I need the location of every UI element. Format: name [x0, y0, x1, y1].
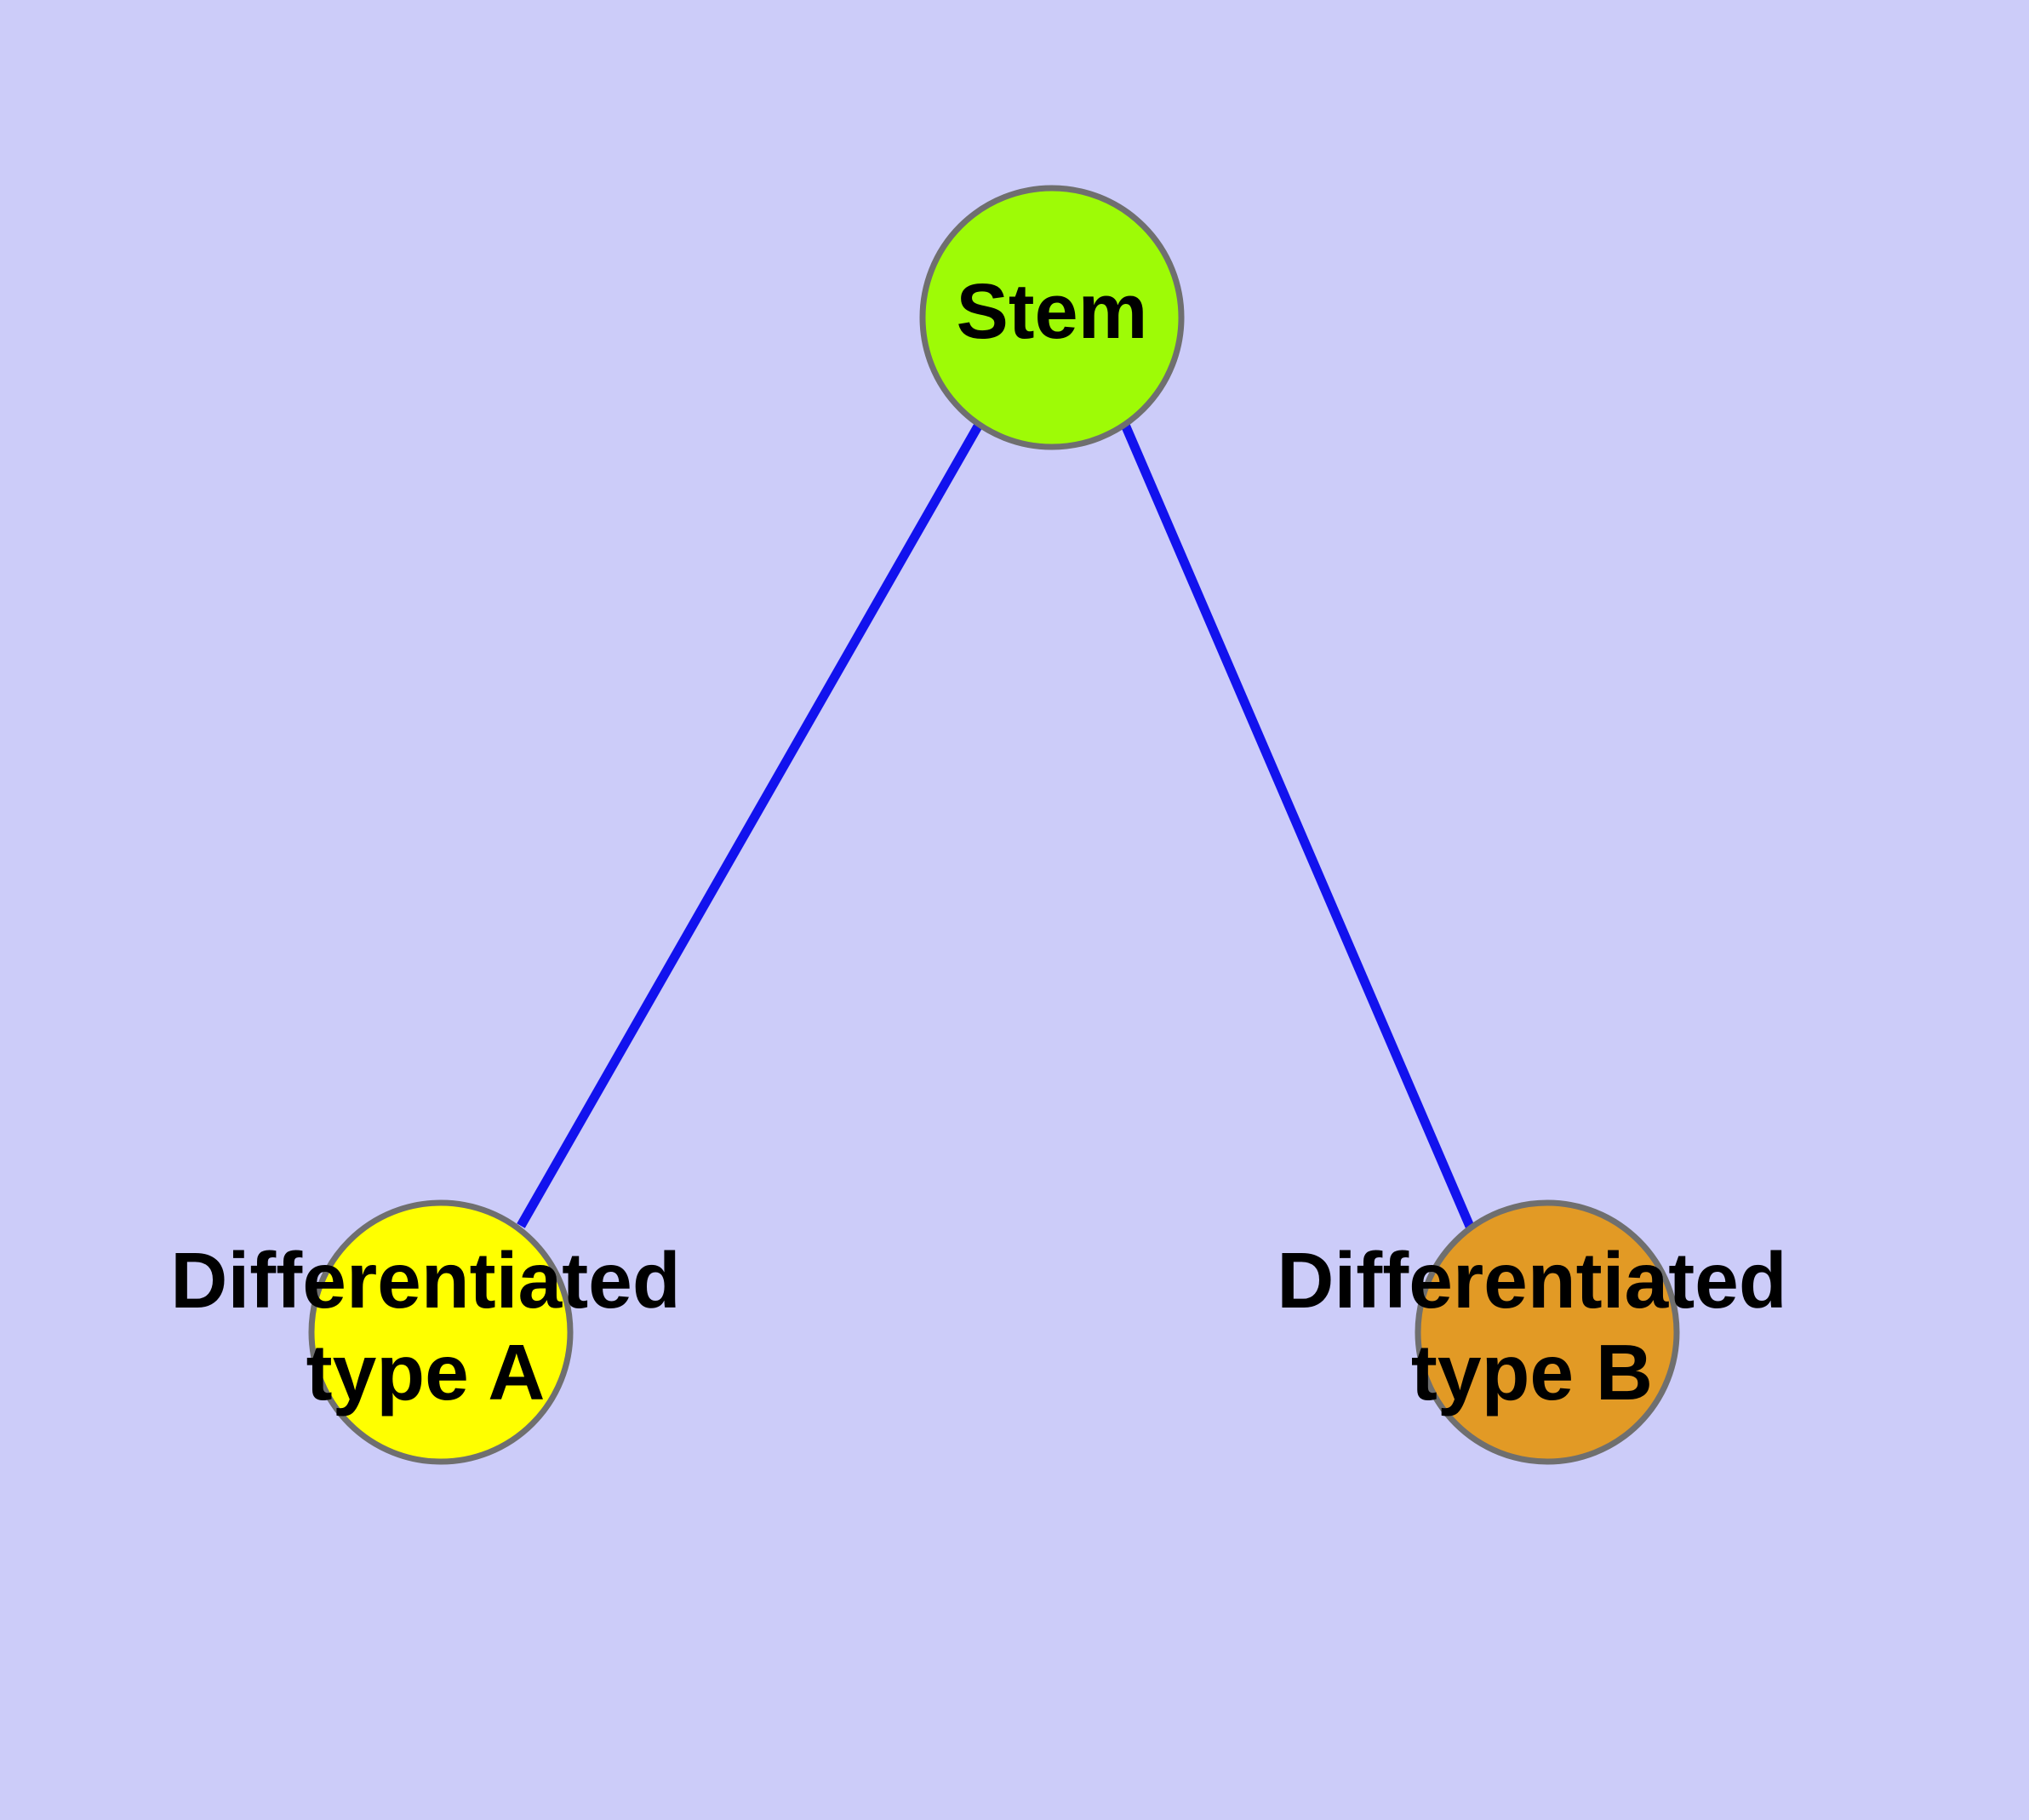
node-stem-circle[interactable] [919, 185, 1185, 450]
node-differentiated-type-b-circle[interactable] [1415, 1199, 1680, 1465]
edge-stem-to-differentiated-type-a [517, 422, 983, 1228]
node-stem-label: Stem [957, 268, 1148, 355]
node-differentiated-type-a-circle[interactable] [308, 1199, 574, 1465]
edge-stem-to-differentiated-type-b [1120, 422, 1476, 1231]
